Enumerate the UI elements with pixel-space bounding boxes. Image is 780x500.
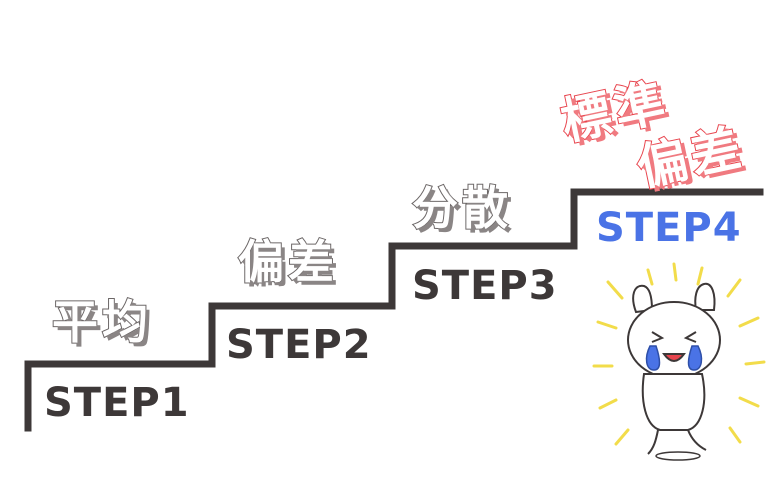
topic-variance: 分散 [411, 180, 512, 236]
crying-character-icon [592, 262, 766, 461]
step1-label: STEP1 [44, 380, 190, 426]
step4-label: STEP4 [596, 205, 742, 251]
step3-label: STEP3 [412, 263, 558, 309]
topic-mean: 平均 [51, 294, 152, 350]
topic-deviation: 偏差 [237, 234, 338, 290]
step2-label: STEP2 [226, 322, 372, 368]
